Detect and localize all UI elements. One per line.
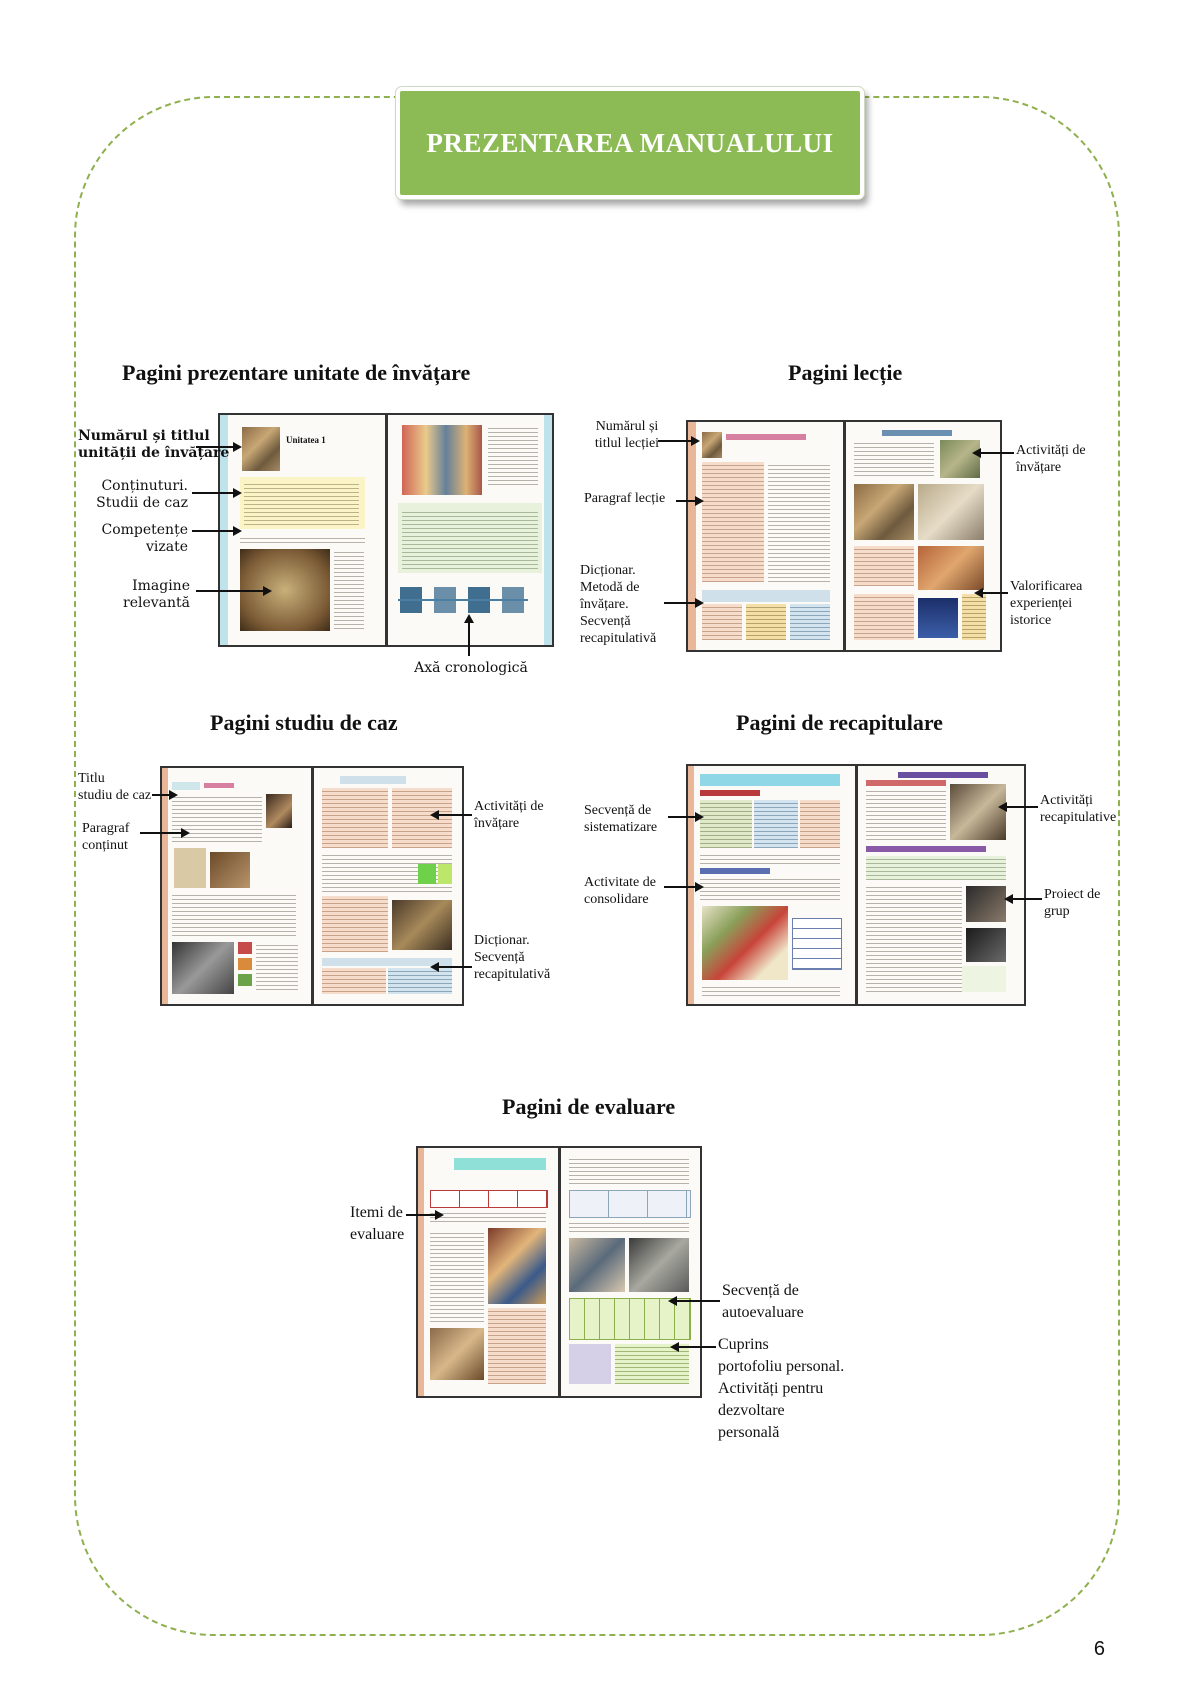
arrow-activitate-consolidare: [664, 882, 704, 892]
arrow-activitati-recapitulative: [998, 802, 1038, 812]
arrow-cuprins-portofoliu: [670, 1342, 716, 1352]
thumbnail-unit-label: Unitatea 1: [286, 435, 326, 445]
section-title-recapitulare: Pagini de recapitulare: [736, 710, 943, 735]
thumbnail-page-left: Unitatea 1: [220, 415, 385, 645]
section-title-evaluare: Pagini de evaluare: [502, 1094, 676, 1119]
thumbnail-page-right: [310, 768, 462, 1004]
label-paragraf-lectie: Paragraf lecție: [584, 491, 666, 506]
thumbnail-page-left: [162, 768, 311, 1004]
label-axa-cronologica: Axă cronologică: [414, 660, 528, 676]
section-title-studiu: Pagini studiu de caz: [210, 710, 398, 735]
page-number: 6: [1093, 1638, 1105, 1660]
arrow-valorificarea: [974, 588, 1008, 598]
section-title-lectie: Pagini lecție: [788, 360, 903, 385]
arrow-numar-titlu-lectie: [658, 436, 700, 446]
thumbnail-page-right: [557, 1148, 700, 1396]
arrow-paragraf-studiu: [140, 828, 190, 838]
thumbnail-page-right: [854, 766, 1024, 1004]
arrow-paragraf-lectie: [676, 496, 704, 506]
page-title: PREZENTAREA MANUALULUI: [426, 127, 834, 158]
arrow-autoevaluare: [668, 1296, 720, 1306]
arrow-proiect-grup: [1004, 894, 1042, 904]
arrow-dictionar-lectie: [664, 598, 704, 608]
arrow-dictionar-studiu: [430, 962, 472, 972]
arrow-secventa-sistematizare: [668, 812, 704, 822]
thumbnail-page-left: [688, 766, 855, 1004]
arrow-imagine-relevanta: [196, 586, 272, 596]
arrow-titlu-studiu: [152, 790, 178, 800]
thumbnail-studiu-spread: [160, 766, 464, 1006]
arrow-activitati-lectie: [972, 448, 1014, 458]
arrow-itemi-evaluare: [406, 1210, 444, 1220]
thumbnail-page-right: [384, 415, 552, 645]
arrow-competente: [192, 526, 242, 536]
arrow-continuturi: [192, 488, 242, 498]
thumbnail-evaluare-spread: [416, 1146, 702, 1398]
thumbnail-page-left: [418, 1148, 558, 1396]
thumbnail-unitate-spread: Unitatea 1: [218, 413, 554, 647]
arrow-numar-titlu-unitate: [196, 442, 242, 452]
title-banner: PREZENTAREA MANUALULUI: [396, 87, 864, 199]
label-continuturi: Conținuturi.Studii de caz: [96, 478, 188, 511]
thumbnail-lectie-spread: [686, 420, 1002, 652]
thumbnail-recapitulare-spread: [686, 764, 1026, 1006]
thumbnail-page-left: [688, 422, 843, 650]
arrow-axa-cronologica: [464, 614, 474, 656]
arrow-activitati-studiu: [430, 810, 472, 820]
thumbnail-page-right: [842, 422, 1000, 650]
section-title-unitate: Pagini prezentare unitate de învățare: [122, 360, 471, 385]
